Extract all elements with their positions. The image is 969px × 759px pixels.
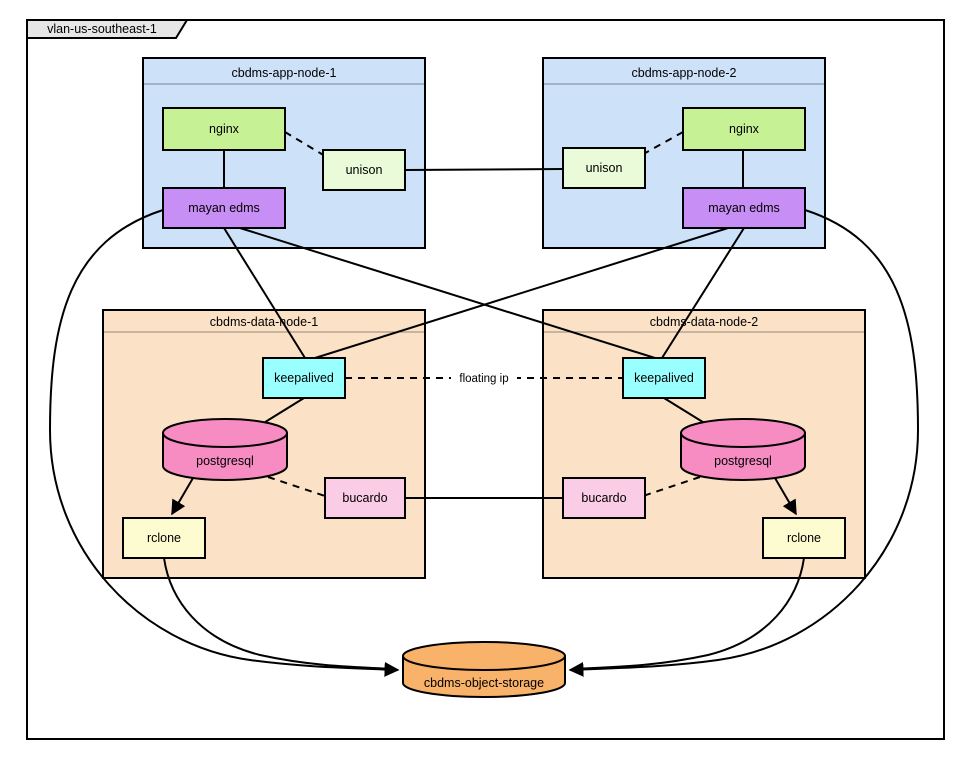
mayan-edms-2-box [682,187,806,229]
edge-mayan1-storage [48,209,400,677]
bucardo-2-box [562,477,646,519]
app-node-2-title: cbdms-app-node-2 [632,66,737,80]
edge-mayan2-keepalived2 [661,227,745,359]
keepalived-2-label: keepalived [634,371,694,385]
bucardo-1-label: bucardo [342,491,387,505]
keepalived-1-label: keepalived [274,371,334,385]
edge-rclone1-storage [163,557,397,670]
edge-rclone2-storage [571,557,805,670]
unison-1-box [322,149,406,191]
postgresql-1-label: postgresql [196,454,254,468]
postgresql-2-cylinder-top [680,418,806,448]
rclone-2-box [762,517,846,559]
keepalived-2-box [622,357,706,399]
edge-postgresql1-bucardo1-dashed [267,476,326,497]
rclone-2-label: rclone [787,531,821,545]
postgresql-1-cylinder-top [162,418,288,448]
nginx-1-box [162,107,286,151]
data-node-2-title: cbdms-data-node-2 [650,315,758,329]
edge-postgresql1-rclone1 [171,477,194,516]
rclone-1-label: rclone [147,531,181,545]
unison-1-label: unison [346,163,383,177]
nginx-2-label: nginx [729,122,760,136]
unison-2-label: unison [586,161,623,175]
mayan-edms-1-label: mayan edms [188,201,260,215]
data-node-1-title: cbdms-data-node-1 [210,315,318,329]
keepalived-1-box [262,357,346,399]
app-node-1-title: cbdms-app-node-1 [232,66,337,80]
bucardo-2-label: bucardo [581,491,626,505]
mayan-edms-2-label: mayan edms [708,201,780,215]
object-storage-cylinder-top [402,641,566,671]
vlan-tab-label: vlan-us-southeast-1 [47,22,157,36]
edge-mayan2-keepalived1 [314,227,729,359]
floating-ip-label: floating ip [459,373,508,385]
nginx-2-box [682,107,806,151]
floating-ip-label-bg [451,369,517,386]
edge-unison1-unison2 [404,168,564,171]
object-storage-label: cbdms-object-storage [424,676,544,690]
edge-mayan1-keepalived1 [223,227,306,359]
unison-2-box [562,147,646,189]
edge-mayan1-keepalived2 [239,227,656,359]
mayan-edms-1-box [162,187,286,229]
rclone-1-box [122,517,206,559]
postgresql-2-label: postgresql [714,454,772,468]
edge-postgresql2-bucardo2-dashed [642,476,701,497]
edge-keepalived1-postgresql1 [261,397,305,425]
edge-keepalived2-postgresql2 [663,397,707,425]
edge-postgresql2-rclone2 [774,477,797,516]
nginx-1-label: nginx [209,122,240,136]
edge-mayan2-storage [568,209,920,677]
vlan-tab [26,19,189,39]
bucardo-1-box [324,477,406,519]
